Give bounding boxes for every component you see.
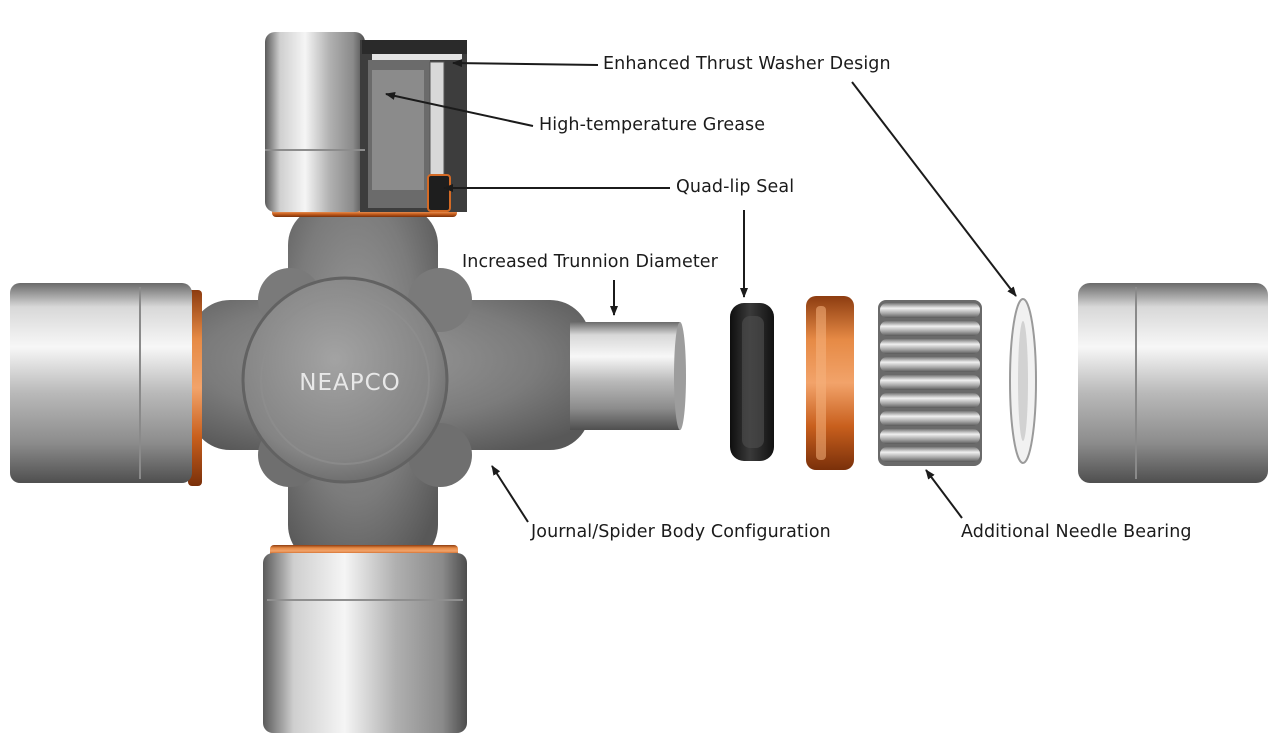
bottom-bearing-cup <box>263 545 467 733</box>
copper-thrust-ring <box>806 296 854 470</box>
thrust-washer <box>362 40 467 54</box>
leader-grease <box>385 92 534 127</box>
center-hub <box>241 276 449 484</box>
needle-bearing-rollers <box>878 300 982 466</box>
leader-thrust-cup <box>452 59 599 68</box>
leader-thrust-washer <box>851 81 1017 297</box>
journal-spider-body: NEAPCO <box>190 205 590 565</box>
leader-lines <box>385 59 1017 523</box>
quad-lip-seal-section <box>427 174 451 212</box>
callout-thrust-washer: Enhanced Thrust Washer Design <box>603 54 891 74</box>
callout-trunnion: Increased Trunnion Diameter <box>462 252 718 272</box>
top-bearing-cup-cutaway <box>265 32 467 217</box>
right-trunnion <box>570 322 686 430</box>
quad-lip-seal <box>730 303 774 461</box>
callout-quad-lip-seal: Quad-lip Seal <box>676 177 795 197</box>
leader-journal <box>491 465 529 523</box>
right-bearing-cup <box>1078 283 1268 483</box>
neapco-logo: NEAPCO <box>299 370 401 396</box>
callout-journal-body: Journal/Spider Body Configuration <box>531 522 831 542</box>
grease-cavity <box>372 70 424 190</box>
left-bearing-cup <box>10 283 202 486</box>
thrust-washer-part <box>1009 298 1037 464</box>
leader-needle <box>925 469 963 519</box>
callout-grease: High-temperature Grease <box>539 115 766 135</box>
callout-needle-bearing: Additional Needle Bearing <box>961 522 1192 542</box>
